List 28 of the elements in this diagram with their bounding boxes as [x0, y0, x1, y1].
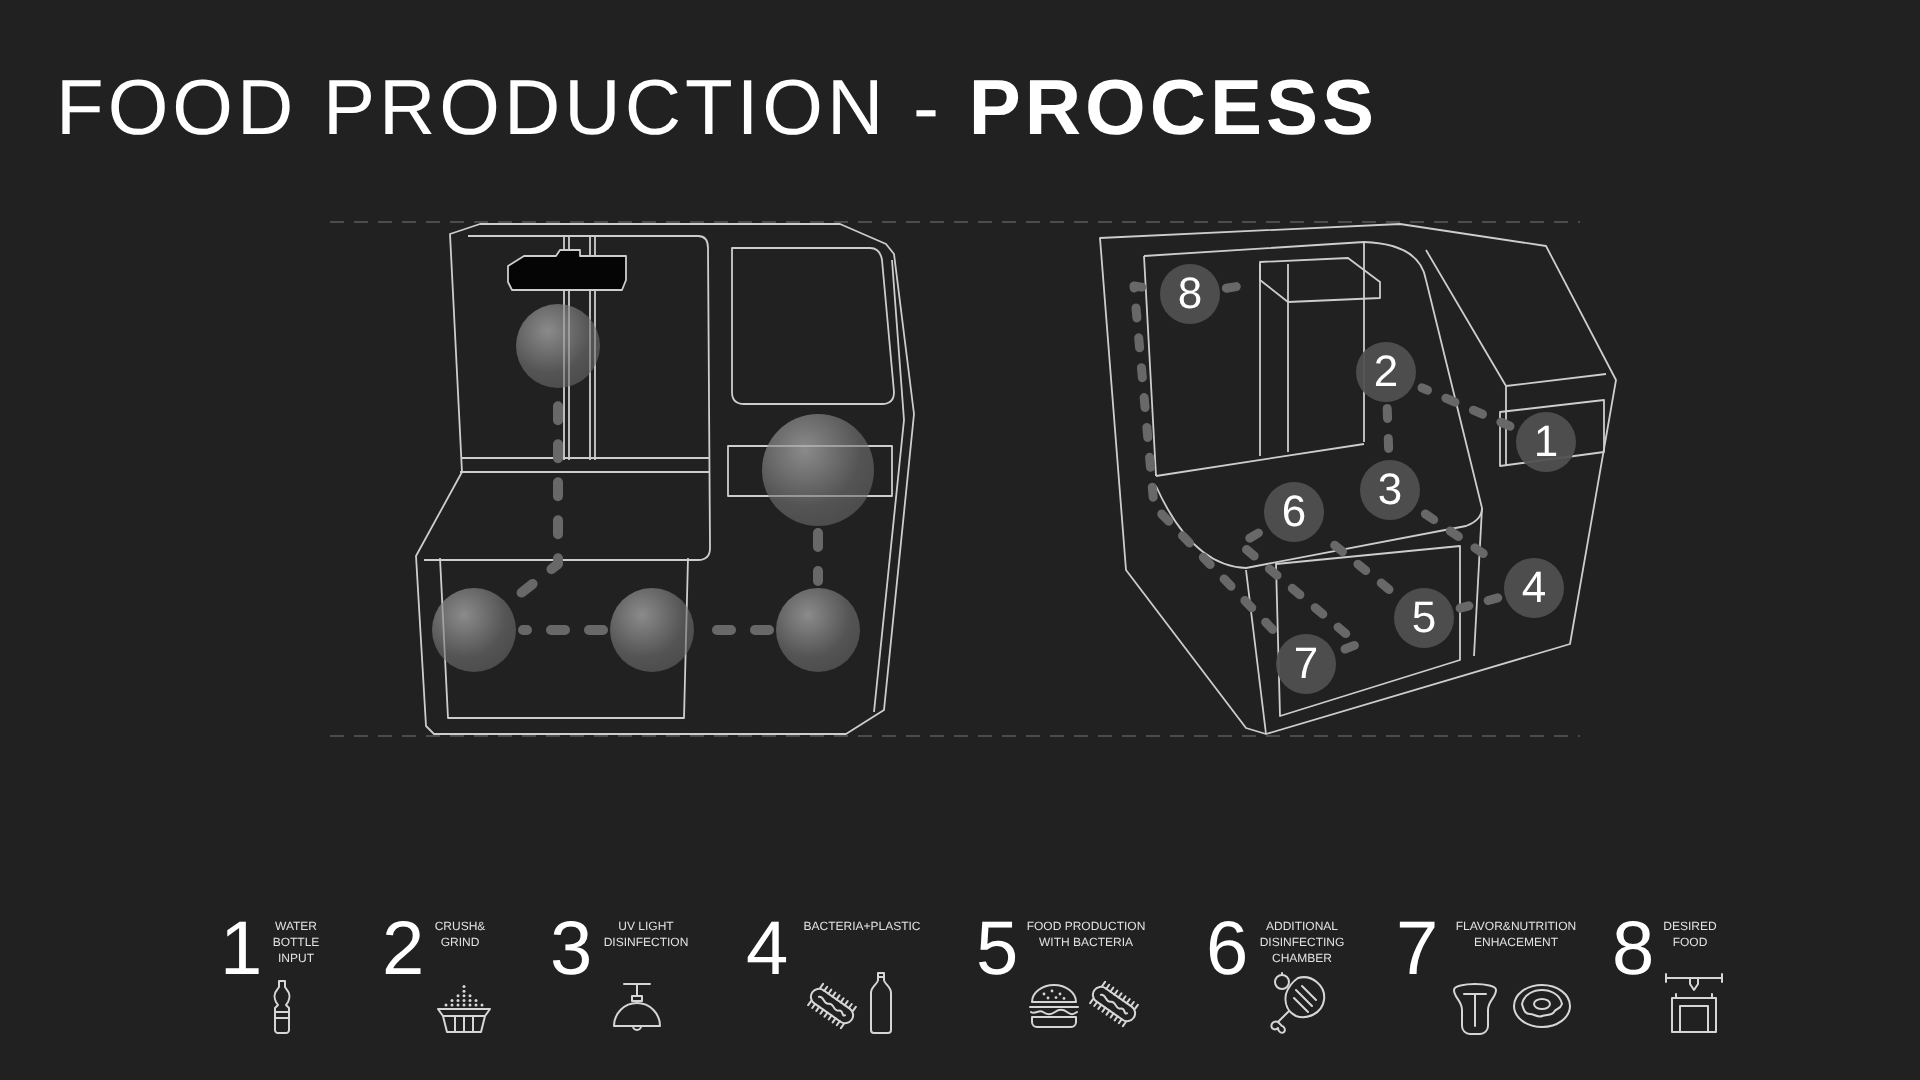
connector-line — [1129, 281, 1278, 634]
step-marker — [516, 304, 600, 388]
step-marker: 8 — [1160, 264, 1220, 324]
connector-line — [1382, 403, 1394, 459]
step-marker: 7 — [1276, 634, 1336, 694]
step-number: 4 — [746, 912, 789, 988]
step-marker: 6 — [1264, 482, 1324, 542]
step-number: 5 — [976, 912, 1019, 988]
step-marker: 4 — [1504, 558, 1564, 618]
step-number: 1 — [220, 912, 263, 988]
step-marker — [776, 588, 860, 672]
connector-line — [813, 528, 823, 586]
connector-line — [1324, 536, 1394, 594]
step-number: 2 — [382, 912, 425, 988]
step-number: 3 — [550, 912, 593, 988]
connector-line — [1455, 593, 1503, 613]
connector-line — [518, 625, 608, 635]
step-number: 6 — [1206, 912, 1249, 988]
connector-line — [1417, 383, 1515, 431]
step-marker: 5 — [1394, 588, 1454, 648]
step-marker: 3 — [1360, 460, 1420, 520]
step-marker: 2 — [1356, 342, 1416, 402]
step-marker: 1 — [1516, 412, 1576, 472]
step-number: 7 — [1396, 912, 1439, 988]
title: FOOD PRODUCTION - PROCESS — [56, 70, 1379, 148]
step-marker — [610, 588, 694, 672]
step-number: 8 — [1612, 912, 1655, 988]
step-marker — [432, 588, 516, 672]
